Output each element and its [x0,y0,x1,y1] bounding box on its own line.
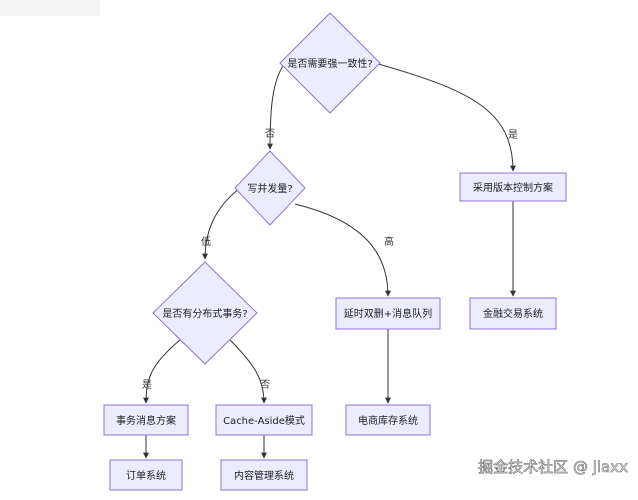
process-label-financial-trading: 金融交易系统 [483,307,543,320]
decision-node-consistency: 是否需要强一致性? [279,12,381,114]
process-label-cms-system: 内容管理系统 [234,469,294,482]
edge-label-yes-1: 是 [508,129,518,141]
edge-concurrency-to-distributed [202,187,241,260]
edge-labels: 否 是 低 高 是 否 [142,128,518,391]
edge-label-no-2: 否 [260,379,270,391]
process-node-financial-trading: 金融交易系统 [469,297,557,330]
process-node-cache-aside: Cache-Aside模式 [215,404,313,436]
process-node-cms-system: 内容管理系统 [220,459,308,491]
watermark-text: 掘金技术社区 @ jiaxx [478,458,628,476]
process-label-order-system: 订单系统 [126,469,166,482]
process-label-version-control: 采用版本控制方案 [473,181,553,194]
edge-consistency-to-concurrency [267,62,286,150]
decision-label-consistency: 是否需要强一致性? [287,57,372,70]
process-node-delayed-double-delete: 延时双删+消息队列 [335,297,441,330]
decision-node-concurrency: 写并发量? [234,150,306,226]
process-label-inventory-system: 电商库存系统 [358,414,418,427]
decision-node-distributed-txn: 是否有分布式事务? [152,261,258,365]
edge-distributed-to-txnmsg [143,339,181,404]
decision-label-distributed-txn: 是否有分布式事务? [162,307,247,320]
process-label-txn-message: 事务消息方案 [116,414,176,427]
process-label-delayed-double-delete: 延时双删+消息队列 [344,307,432,320]
edges [143,62,516,459]
edge-distributed-to-cacheaside [229,339,267,404]
edge-label-low: 低 [201,235,211,248]
edge-concurrency-to-delayed [294,203,391,297]
decision-label-concurrency: 写并发量? [247,182,292,195]
process-node-txn-message: 事务消息方案 [103,404,189,436]
process-label-cache-aside: Cache-Aside模式 [223,414,305,427]
edge-label-yes-2: 是 [142,379,152,391]
process-node-version-control: 采用版本控制方案 [459,172,567,202]
corner-artifact [0,0,100,16]
edge-label-high: 高 [384,235,394,248]
edge-label-no-1: 否 [265,128,275,140]
process-node-inventory-system: 电商库存系统 [345,404,431,436]
process-node-order-system: 订单系统 [109,459,183,491]
edge-consistency-to-version [374,62,516,172]
